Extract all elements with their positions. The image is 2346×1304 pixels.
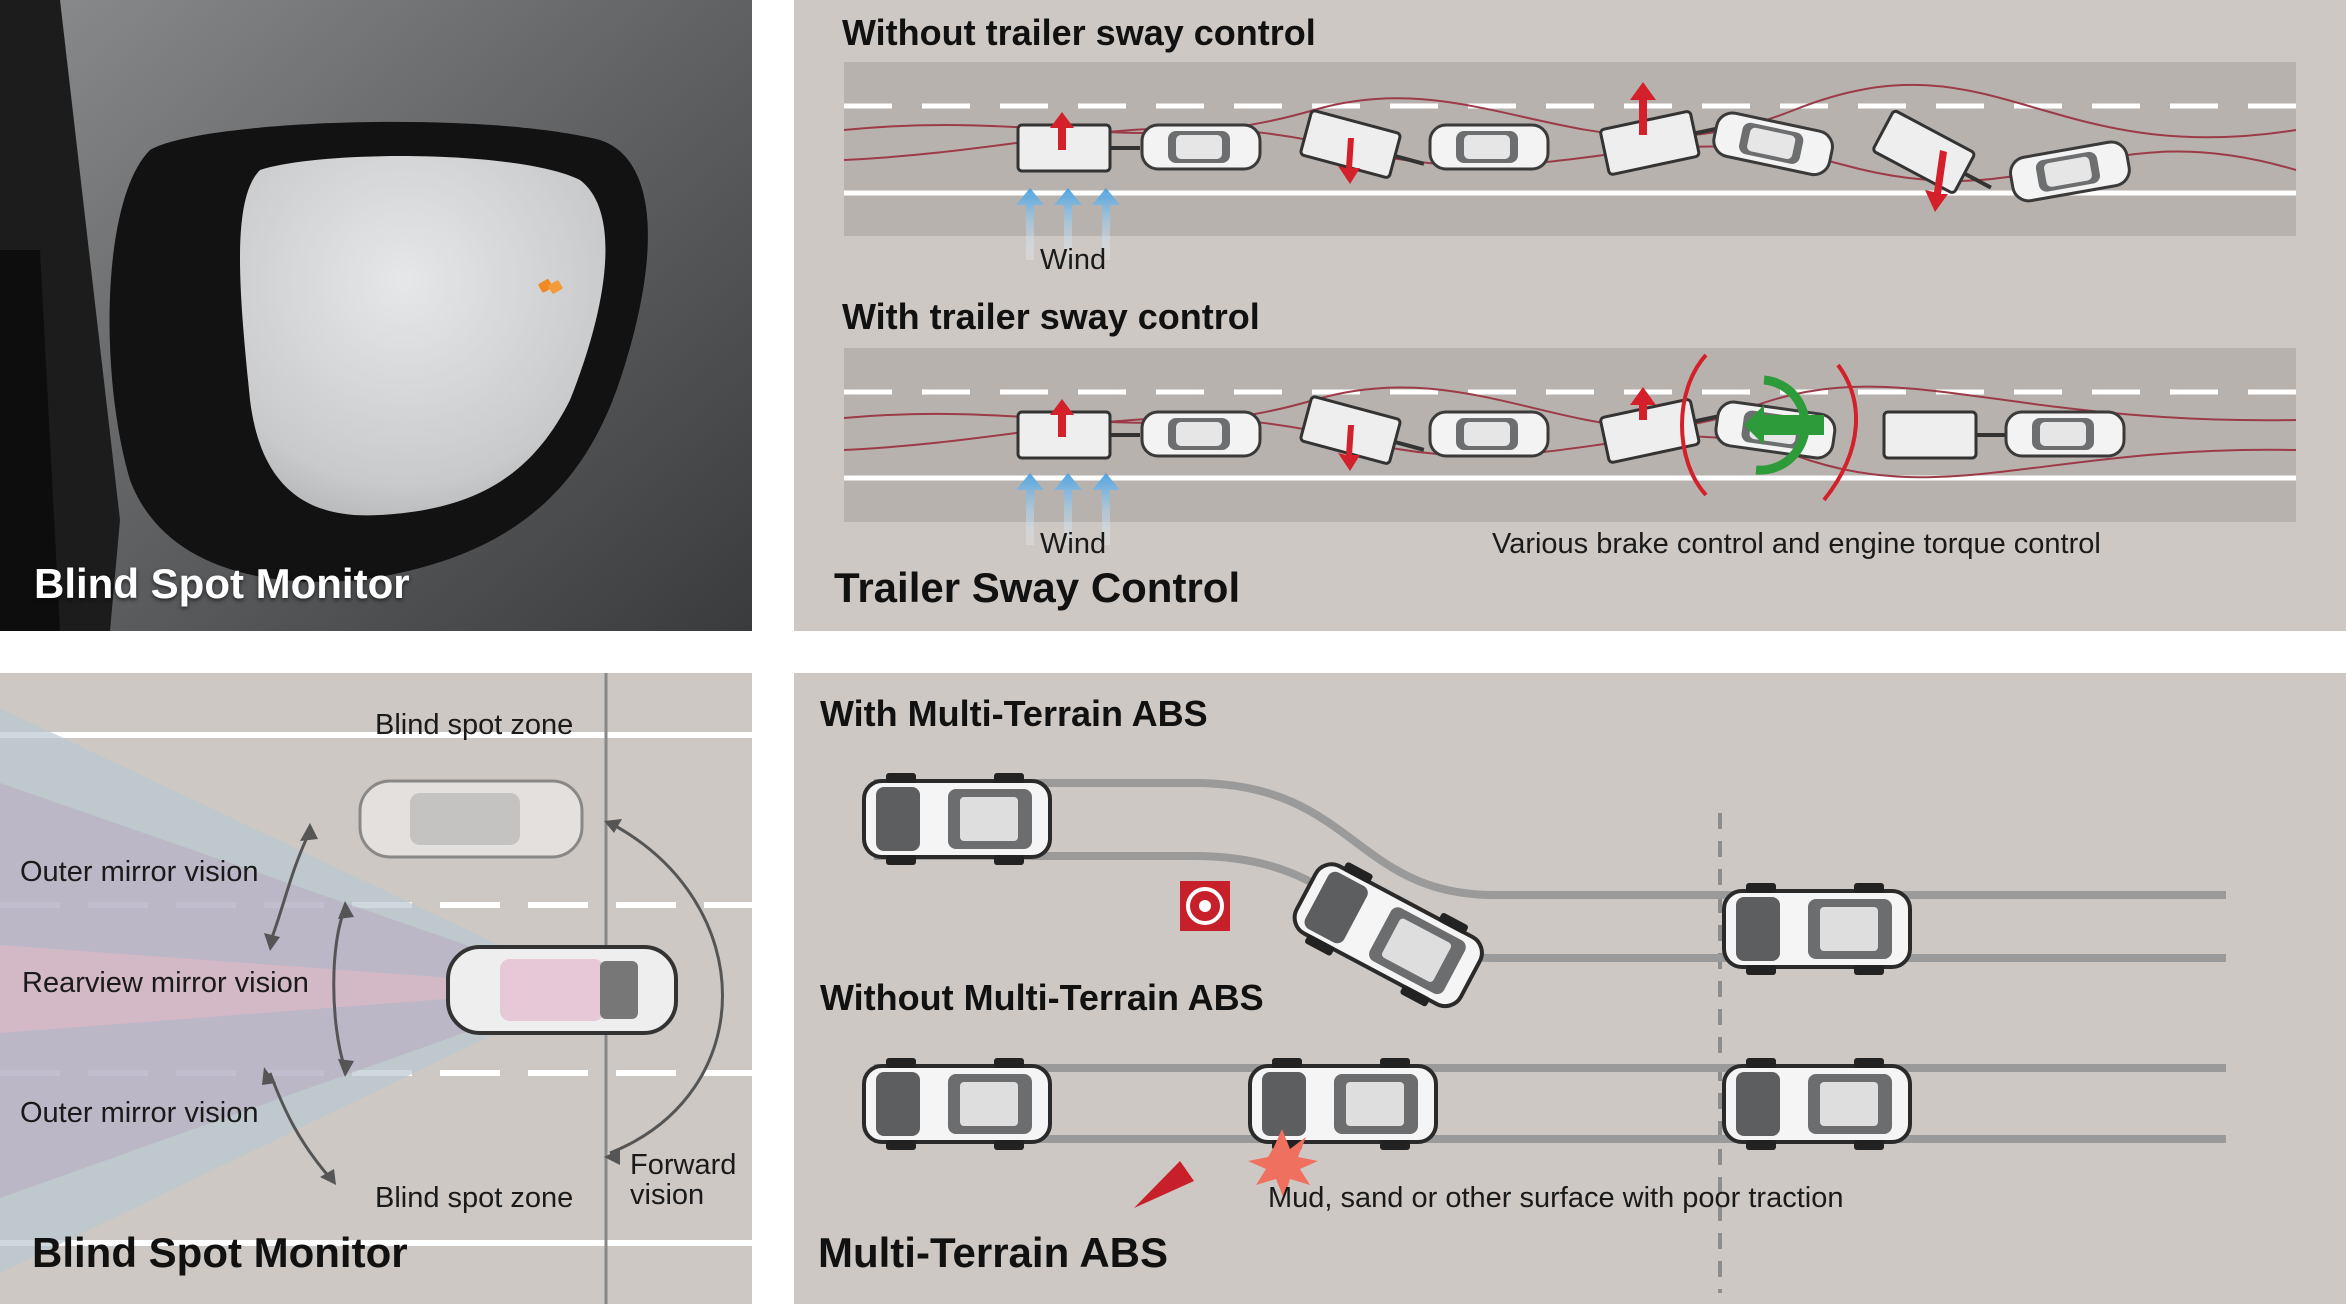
sway-arrow-icon [1050,112,1074,150]
sway-arrow-icon [1630,387,1656,420]
sway-panel-title: Trailer Sway Control [834,564,1241,611]
bsm-diagram [0,673,752,1304]
forward-vision-label-1: Forward [630,1149,737,1181]
road-without-control [843,62,2297,260]
outer-vision-bottom-label: Outer mirror vision [20,1097,259,1129]
abs-diagram [862,771,2226,1293]
sway-arrow-icon [1925,150,1948,212]
wind-label-top: Wind [1040,244,1107,276]
bsm-panel-title: Blind Spot Monitor [32,1229,408,1276]
road-with-control [843,348,2297,545]
sway-arrow-icon [1338,138,1360,184]
mirror-illustration [0,0,752,631]
without-abs-label: Without Multi-Terrain ABS [820,977,1264,1018]
sway-arrow-icon [1050,399,1074,437]
mirror-glass [240,156,606,516]
ego-car [446,945,678,1035]
sway-arrow-icon [1630,82,1656,135]
abs-panel: With Multi-Terrain ABS Without Multi-Ter… [794,673,2346,1304]
without-sway-label: Without trailer sway control [842,12,1316,53]
skid-warning-icon [1134,1129,1318,1208]
trailer-sway-panel: Without trailer sway control With traile… [794,0,2346,631]
abs-panel-title: Multi-Terrain ABS [818,1229,1169,1276]
blind-zone-top-label: Blind spot zone [375,709,574,741]
wind-arrows-icon [1016,188,1120,260]
brake-control-arc-icon [1680,353,1708,497]
outer-vision-top-label: Outer mirror vision [20,856,259,888]
control-note: Various brake control and engine torque … [1492,528,2101,560]
blind-spot-car [358,779,584,859]
mirror-photo-panel: Blind Spot Monitor [0,0,752,631]
surface-note: Mud, sand or other surface with poor tra… [1268,1182,1844,1214]
wind-label-bottom: Wind [1040,528,1107,560]
with-sway-label: With trailer sway control [842,296,1260,337]
with-abs-label: With Multi-Terrain ABS [820,693,1208,734]
trailer-sway-diagram [843,62,2297,545]
rearview-mirror-vision-zone [0,945,590,1033]
mirror-panel-title: Blind Spot Monitor [34,560,410,607]
sway-arrow-icon [1338,425,1360,471]
bsm-indicator-icon [538,279,563,294]
wind-arrows-icon [1016,473,1120,545]
rearview-vision-label: Rearview mirror vision [22,967,309,999]
bsm-diagram-panel: Blind spot zone Outer mirror vision Rear… [0,673,752,1304]
blind-zone-bottom-label: Blind spot zone [375,1182,574,1214]
forward-vision-label-2: vision [630,1179,705,1211]
abs-warning-icon [1180,881,1230,931]
